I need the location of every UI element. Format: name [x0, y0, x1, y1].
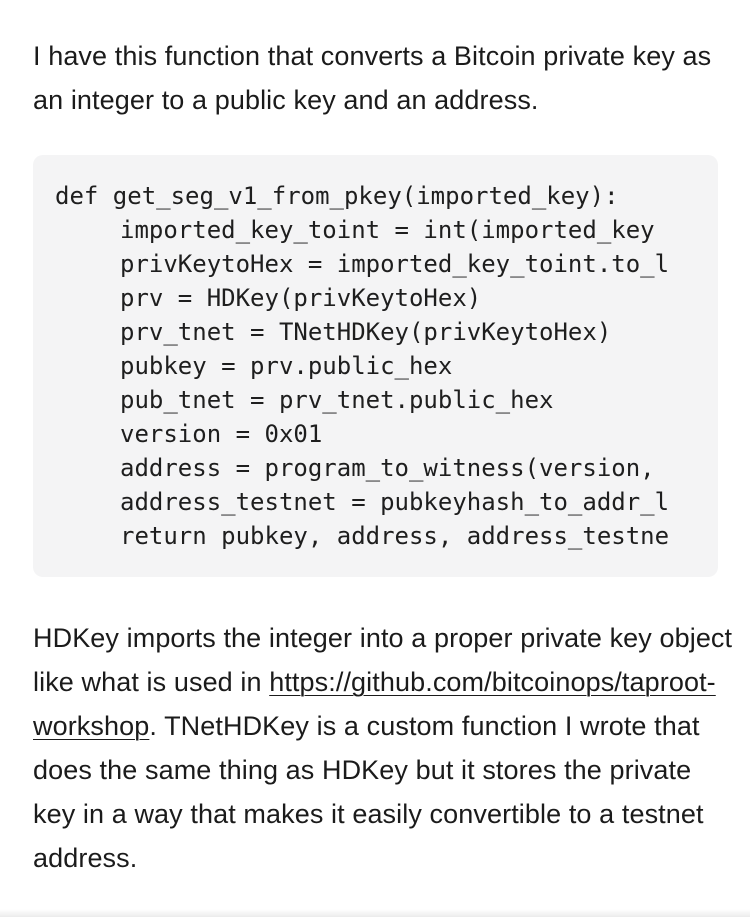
code-line-return: return pubkey, address, address_testne [120, 522, 670, 550]
code-line: address = program_to_witness(version, [120, 454, 655, 482]
code-line: privKeytoHex = imported_key_toint.to_l [120, 250, 670, 278]
explanation-text-before-link: HDKey imports the integer into a proper … [33, 623, 733, 697]
scroll-shadow [0, 909, 750, 917]
code-line: imported_key_toint = int(imported_key [120, 216, 655, 244]
code-line: pub_tnet = prv_tnet.public_hex [120, 386, 554, 414]
code-line-def: def get_seg_v1_from_pkey(imported_key): [55, 182, 619, 210]
taproot-workshop-link[interactable]: https://github.com/bitcoinops/taproot-wo… [33, 667, 716, 741]
intro-paragraph: I have this function that converts a Bit… [33, 41, 712, 115]
code-line: version = 0x01 [120, 420, 323, 448]
code-line: prv = HDKey(privKeytoHex) [120, 284, 482, 312]
explanation-paragraph: HDKey imports the integer into a proper … [33, 616, 733, 880]
code-line: address_testnet = pubkeyhash_to_addr_l [120, 488, 670, 516]
code-block[interactable]: def get_seg_v1_from_pkey(imported_key): … [33, 155, 718, 577]
explanation-text-after-link: . TNetHDKey is a custom function I wrote… [33, 711, 704, 873]
code-line: pubkey = prv.public_hex [120, 352, 453, 380]
code-line: prv_tnet = TNetHDKey(privKeytoHex) [120, 318, 612, 346]
